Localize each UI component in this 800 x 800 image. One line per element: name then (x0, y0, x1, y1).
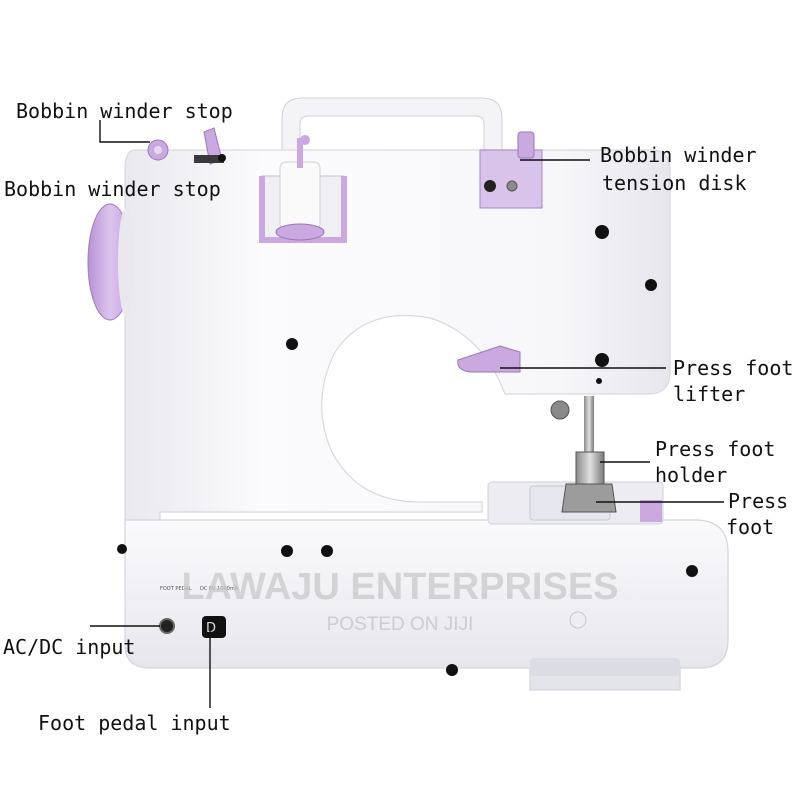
thread-spool (279, 161, 321, 231)
machine-base (124, 519, 729, 691)
label-press-foot-holder-line2: holder (655, 463, 728, 487)
svg-text:D: D (206, 621, 216, 636)
label-bobbin-winder-stop-top: Bobbin winder stop (16, 99, 233, 123)
base-slot (530, 658, 680, 676)
spool-pin (297, 138, 303, 168)
tension-screw (506, 180, 518, 192)
foot-pedal-panel-text: FOOT PEDAL (160, 586, 192, 592)
foot-pedal-input-port[interactable] (202, 616, 226, 638)
plate-accent (640, 500, 662, 522)
spool-base (275, 223, 325, 241)
dc-panel-text: DC 6V 1000mA (200, 586, 239, 592)
press-foot-holder (575, 451, 605, 485)
watermark-subtitle: POSTED ON JIJI (326, 614, 474, 635)
label-acdc-input: AC/DC input (3, 635, 136, 659)
screw-holes (117, 154, 698, 676)
press-foot-lifter[interactable] (457, 345, 521, 373)
indicator-light (569, 611, 587, 629)
leader-lines (90, 120, 724, 708)
label-press-foot-lifter-line2: lifter (673, 382, 746, 406)
label-foot-pedal-input: Foot pedal input (38, 711, 231, 735)
bobbin-winder-stop-dark (194, 155, 224, 163)
spool-pin-cap (300, 135, 310, 145)
label-press-foot-holder-line1: Press foot (655, 437, 776, 461)
label-press-foot-line1: Press (728, 489, 789, 513)
machine-arm (124, 149, 671, 561)
needle-bar (584, 396, 594, 456)
label-tension-disk-line2: tension disk (602, 171, 747, 195)
label-press-foot-lifter-line1: Press foot (673, 356, 794, 380)
press-foot (561, 483, 617, 513)
thread-guide-hole (484, 180, 496, 192)
handwheel-rim (118, 208, 134, 316)
needle-clamp-screw (550, 400, 570, 420)
label-bobbin-winder-stop-bottom: Bobbin winder stop (4, 177, 221, 201)
label-press-foot-line2: foot (726, 515, 775, 539)
label-tension-disk-line1: Bobbin winder (600, 143, 757, 167)
watermark-title: LAWAJU ENTERPRISES (181, 566, 619, 608)
tension-disk-post (517, 131, 535, 159)
tension-disk-housing[interactable] (479, 149, 543, 209)
